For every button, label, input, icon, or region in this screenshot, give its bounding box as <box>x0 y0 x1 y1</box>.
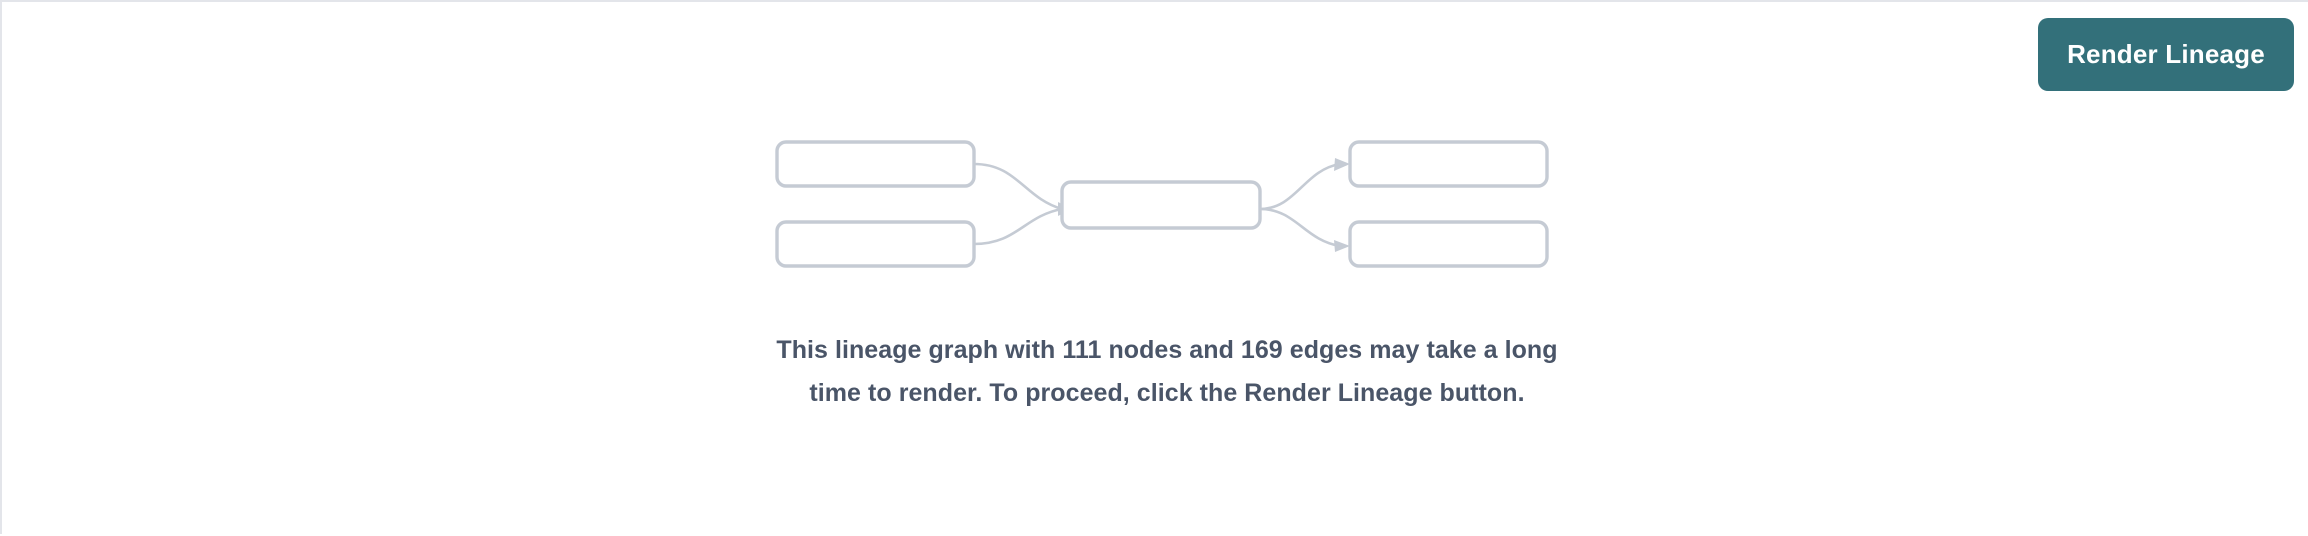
placeholder-node-downstream-2 <box>1348 220 1549 268</box>
lineage-placeholder-graph <box>772 130 1562 290</box>
placeholder-node-focus <box>1060 180 1262 230</box>
lineage-toolbar: Render Lineage <box>2 2 2308 110</box>
render-lineage-button[interactable]: Render Lineage <box>2038 18 2294 91</box>
placeholder-arrowhead-downstream-2 <box>1334 240 1350 252</box>
placeholder-node-upstream-2 <box>775 220 976 268</box>
placeholder-edge-downstream-1 <box>1259 162 1341 211</box>
placeholder-arrowhead-downstream-1 <box>1334 158 1350 171</box>
placeholder-node-downstream-1 <box>1348 140 1549 188</box>
placeholder-edge-upstream-1 <box>973 162 1063 211</box>
placeholder-edge-downstream-2 <box>1259 207 1341 248</box>
placeholder-edge-upstream-2 <box>973 207 1063 246</box>
lineage-warning-message: This lineage graph with 111 nodes and 16… <box>776 336 1558 407</box>
placeholder-node-upstream-1 <box>775 140 976 188</box>
